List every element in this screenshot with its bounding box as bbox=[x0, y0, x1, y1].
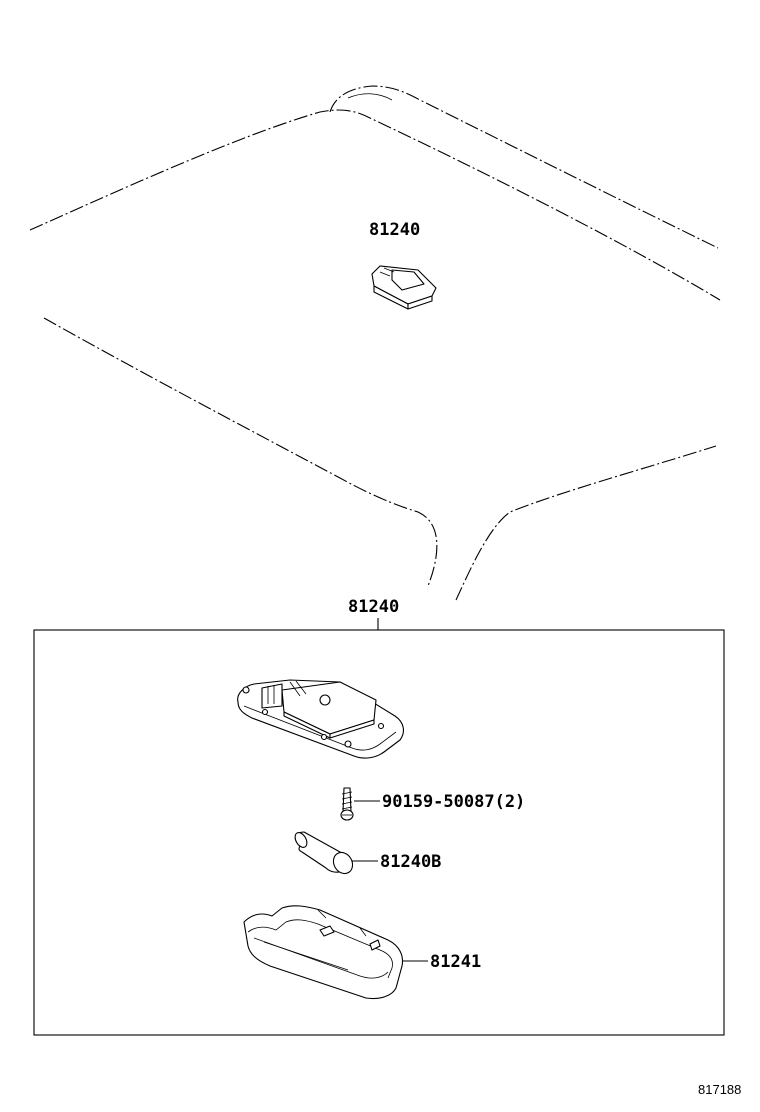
lens-label: 81241 bbox=[430, 952, 481, 972]
screw-icon bbox=[340, 787, 354, 821]
bulb-icon bbox=[294, 831, 354, 875]
assembly-label: 81240 bbox=[348, 597, 399, 617]
screw-label: 90159-50087(2) bbox=[382, 792, 525, 812]
lamp-housing-icon bbox=[237, 679, 404, 759]
bulb-label: 81240B bbox=[380, 852, 441, 872]
roof-dome-lamp bbox=[371, 265, 437, 310]
lens-icon bbox=[243, 905, 404, 1000]
roof-headliner-outline bbox=[29, 85, 721, 601]
assembly-box bbox=[33, 629, 725, 1036]
figure-number: 817188 bbox=[698, 1082, 741, 1097]
roof-lamp-label: 81240 bbox=[369, 220, 420, 240]
